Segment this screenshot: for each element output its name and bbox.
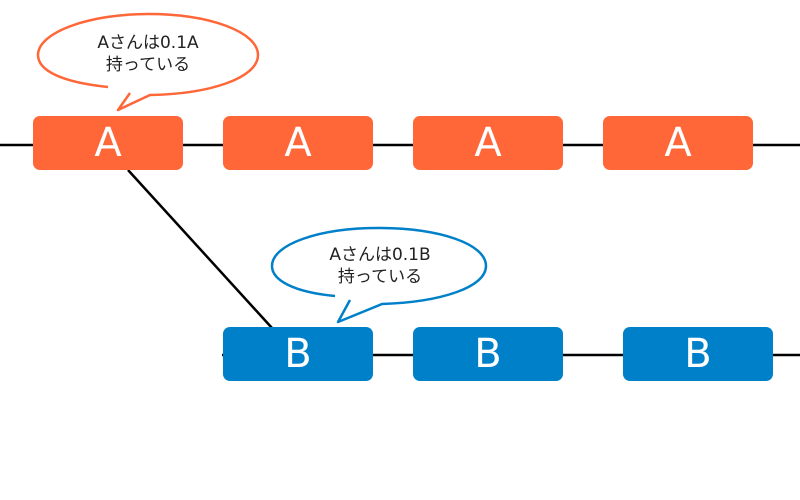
block-a-2: A <box>223 116 373 170</box>
block-a-1: A <box>33 116 183 170</box>
bubble-b-line2: 持っている <box>337 267 423 287</box>
fork-line <box>127 169 273 329</box>
block-a-4: A <box>603 116 753 170</box>
bubble-a-text: Aさんは0.1A 持っている <box>48 32 248 76</box>
bubble-a-line1: Aさんは0.1A <box>97 33 199 53</box>
block-b-2: B <box>413 327 563 381</box>
bubble-b-text: Aさんは0.1B 持っている <box>280 244 480 288</box>
block-b-3: B <box>623 327 773 381</box>
bubble-b-line1: Aさんは0.1B <box>329 245 431 265</box>
bubble-a-line2: 持っている <box>105 55 191 75</box>
block-b-1: B <box>223 327 373 381</box>
speech-bubble-b <box>270 226 488 324</box>
speech-bubble-a <box>36 12 260 112</box>
block-a-3: A <box>413 116 563 170</box>
